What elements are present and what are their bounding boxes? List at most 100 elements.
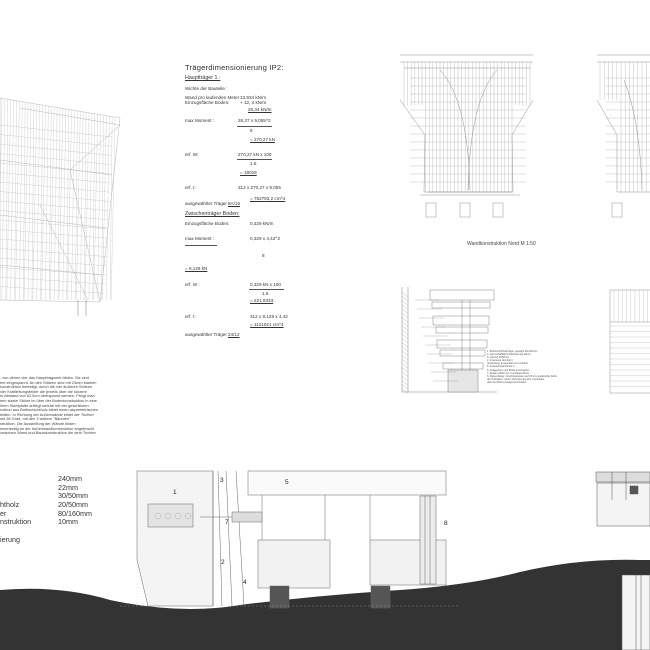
main-beam-heading: Hauptträger 1 :	[185, 75, 221, 81]
sec-selected-label: ausgewählter Träger :	[185, 332, 230, 337]
perspective-stud-line	[67, 109, 72, 301]
stair-hatch-line	[401, 380, 409, 386]
sec-selected-value: 24/12	[228, 332, 240, 337]
perspective-stud-line	[106, 116, 110, 301]
perspective-stud-line	[58, 108, 64, 301]
detail-label-4: 4	[243, 579, 247, 586]
i-expr: 312 x 270,27 x 9,055	[238, 185, 281, 190]
secondary-beam-heading: Zwischenträger Boden:	[185, 211, 240, 217]
detail-bolts	[154, 512, 192, 520]
perspective-stud-line	[10, 99, 14, 301]
perspective-stud-line	[66, 109, 69, 301]
description-line: vier Kraftleitungsfelder die jeweils übe…	[0, 388, 87, 394]
sec-w-div: 1.5	[262, 291, 269, 296]
stair-hatch-line	[401, 325, 409, 331]
fraction-bar	[237, 126, 272, 127]
description-line: innenseitig an der Außenwandkonstruktion…	[0, 425, 94, 431]
stair-hatch-line	[401, 329, 409, 335]
sec-moment-expr: 0,329 x 4,42^2	[250, 236, 280, 241]
perspective-stud-line	[84, 112, 90, 301]
stair-hatch-line	[401, 291, 409, 298]
perspective-stud-line	[93, 114, 98, 301]
detail-label-7: 7	[225, 519, 229, 526]
w-result: = 18018	[240, 170, 257, 175]
perspective-rail-line	[0, 143, 112, 156]
legend-line: dazu bei Rhino-Anlageschnitzstaub	[487, 380, 527, 384]
layer-value: 30/50mm	[58, 491, 88, 501]
perspective-stud-line	[50, 106, 55, 301]
perspective-rail-line	[0, 229, 108, 239]
stair-hatch-line	[401, 296, 409, 302]
sec-i-result: = 1121021 cm^4	[250, 322, 284, 327]
perspective-stud-line	[80, 111, 84, 301]
stair-hatch-line	[401, 359, 409, 365]
perspective-stud-line	[110, 117, 116, 301]
layer-name: ierung	[0, 534, 20, 544]
description-line: bilden. In Richtung der Außenwände bilde…	[0, 411, 94, 417]
detail-label-2: 2	[221, 559, 225, 566]
perspective-stud-line	[101, 115, 104, 301]
side-elevation-lines	[610, 290, 650, 387]
stair-hatch-line	[401, 375, 409, 382]
layer-name: nstruktion	[0, 517, 32, 527]
perspective-stud-line	[27, 102, 32, 301]
perspective-rail-line	[0, 238, 108, 248]
sec-w-label: erf. W :	[185, 282, 200, 287]
stair-hatch-line	[401, 317, 409, 323]
i-label: erf. I:	[185, 185, 196, 190]
moment-label: max Moment :	[185, 118, 215, 123]
floor-value: + 12, 4 kN/m	[240, 100, 267, 105]
detail-label-1: 1	[173, 489, 177, 496]
perspective-rail-line	[0, 134, 112, 147]
stair-hatch-line	[401, 384, 409, 390]
perspective-stud-line	[31, 103, 35, 301]
layer-row: 240mm	[0, 474, 120, 484]
legend-line: 3. Lattung 30/50mm	[487, 356, 510, 360]
stair-hatch-line	[401, 338, 409, 344]
perspective-rail-line	[0, 191, 110, 202]
perspective-rail-line	[0, 248, 107, 257]
perspective-stud-line	[23, 102, 29, 301]
perspective-stud-line	[45, 105, 49, 301]
perspective-rail-line	[0, 153, 111, 165]
perspective-stud-line	[83, 112, 87, 301]
stair-hatch-line	[401, 363, 409, 369]
description-line: ruktion aus Brettschichtholz bildet eine…	[0, 407, 98, 413]
detail-guide-lines	[120, 470, 460, 607]
legend-line: 8. Fliesenbelag / Anschlussleisten auf 2…	[487, 374, 558, 378]
wall-elevation-studs	[403, 62, 531, 192]
stair-section	[401, 287, 497, 393]
perspective-stud-line	[36, 104, 40, 301]
sec-floor-value: 0,329 kN/m	[250, 221, 274, 226]
roof-detail	[595, 471, 650, 650]
sec-moment-div: 8	[262, 253, 265, 258]
moment-expr: 26,37 x 9,055^2	[238, 118, 271, 123]
description-paragraph: , von denen vier das Haupttragwerk bilde…	[0, 375, 98, 436]
legend-line: 2. Lärmschalldämmholzfaserung 22mm	[487, 353, 531, 357]
layer-value: 22mm	[58, 482, 78, 492]
description-line: m Abstand von 62,5cm überspannt werden. …	[0, 393, 95, 399]
elevation-caption: Wandkonstruktion Nord M 1:50	[467, 241, 536, 247]
perspective-rail-line	[0, 276, 106, 285]
selected-value: 8A/16	[228, 201, 241, 206]
perspective-model	[0, 97, 121, 303]
stair-hatch-line	[401, 350, 409, 356]
stair-hatch-line	[401, 333, 409, 340]
perspective-stud-line	[15, 100, 20, 301]
perspective-stud-line	[97, 114, 101, 301]
sec-moment-result: = 8,129 kN	[185, 266, 208, 271]
wall-elevation-nord	[399, 54, 534, 218]
moment-div: 8	[250, 128, 253, 133]
description-line: ent eingespannt. An den Stützen sind mit…	[0, 379, 97, 385]
i-result: = 762793,2 cm^4	[250, 196, 286, 201]
perspective-stud-line	[62, 108, 66, 301]
perspective-stud-line	[5, 98, 8, 301]
legend-line: 6. Anlagerhorn und Bodenkonstruktion	[487, 368, 530, 372]
detail-label-8: 8	[444, 520, 448, 527]
perspective-rail-line	[0, 172, 111, 184]
stair-hatch-line	[401, 308, 409, 314]
section-legend: 1. Brettschichtholzträger, gepappt 8A/16…	[487, 350, 557, 384]
stair-hatch-line	[401, 342, 409, 348]
sec-i-expr: 312 x 8,129 x 4,42	[250, 314, 288, 319]
